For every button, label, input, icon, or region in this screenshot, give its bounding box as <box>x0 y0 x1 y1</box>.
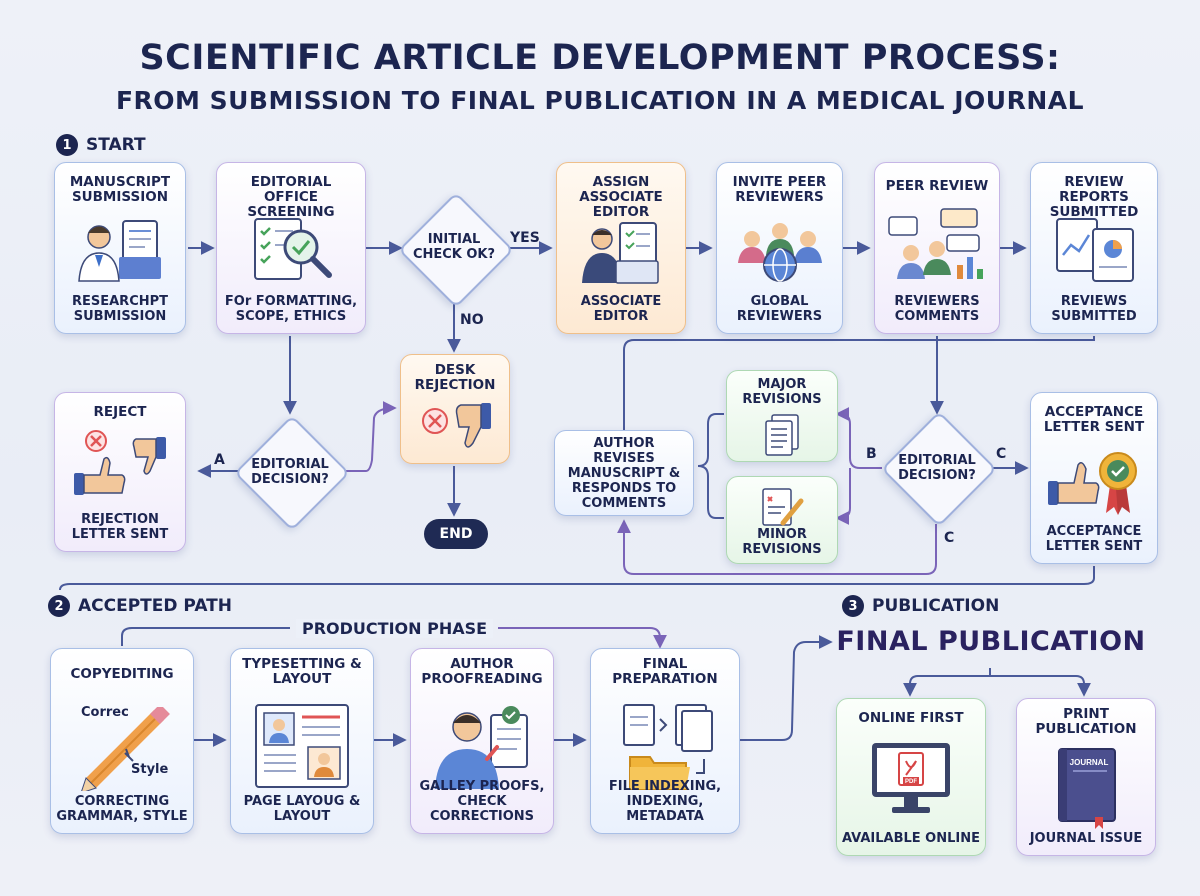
card-title: AUTHOR REVISES MANUSCRIPT & RESPONDS TO … <box>567 435 681 511</box>
card-major-revisions[interactable]: MAJOR REVISIONS <box>726 370 838 462</box>
card-title: TYPESETTING & LAYOUT <box>242 656 362 687</box>
card-caption: GALLEY PROOFS, CHECK CORRECTIONS <box>419 779 545 824</box>
card-online-first[interactable]: ONLINE FIRST PDF AVAILABLE ONLINE <box>836 698 986 856</box>
editor-icon <box>582 222 659 284</box>
thumbs-reject-icon <box>74 430 166 495</box>
magnifier-checklist-icon <box>254 218 332 280</box>
card-review-reports-submitted[interactable]: REVIEW REPORTS SUBMITTED REVIEWS SUBMITT… <box>1030 162 1158 334</box>
pencil-icon <box>81 707 170 791</box>
page-title: SCIENTIFIC ARTICLE DEVELOPMENT PROCESS: <box>139 38 1061 78</box>
card-final-preparation[interactable]: FINAL PREPARATION FILE INDEXING, INDEXIN… <box>590 648 740 834</box>
acceptance-badge-icon <box>1048 452 1137 515</box>
card-desk-rejection[interactable]: DESK REJECTION <box>400 354 510 464</box>
decision-label: INITIAL CHECK OK? <box>412 232 496 262</box>
card-invite-peer-reviewers[interactable]: INVITE PEER REVIEWERS GLOBAL REVIEWERS <box>716 162 843 334</box>
sample-word-correc: Correc <box>81 705 129 720</box>
pdf-badge-text: PDF <box>905 779 917 785</box>
card-caption: REVIEWERS COMMENTS <box>894 294 980 324</box>
section-label: PUBLICATION <box>872 596 1000 616</box>
globe-reviewers-icon <box>737 223 822 282</box>
section-number: 2 <box>48 595 70 617</box>
card-caption: FOr FORMATTING, SCOPE, ETHICS <box>224 294 358 324</box>
production-phase-label: PRODUCTION PHASE <box>296 619 494 638</box>
card-minor-revisions[interactable]: MINOR REVISIONS <box>726 476 838 564</box>
card-title: MANUSCRIPT SUBMISSION <box>69 174 171 205</box>
card-title: MAJOR REVISIONS <box>742 377 822 407</box>
card-title: ACCEPTANCE LETTER SENT <box>1043 404 1145 435</box>
card-caption: AVAILABLE ONLINE <box>841 831 980 846</box>
card-acceptance-letter[interactable]: ACCEPTANCE LETTER SENT ACCEPTANCE LETTER… <box>1030 392 1158 564</box>
card-editorial-screening[interactable]: EDITORIAL OFFICE SCREENING FOr FORMATTIN… <box>216 162 366 334</box>
decision-label: EDITORIAL DECISION? <box>898 453 976 483</box>
card-copyediting[interactable]: COPYEDITING Correc Style CORRECTING GRAM… <box>50 648 194 834</box>
card-caption: JOURNAL ISSUE <box>1029 831 1143 846</box>
review-chat-icon <box>888 208 983 279</box>
section-number: 3 <box>842 595 864 617</box>
edge-label-c-lower: C <box>944 530 955 546</box>
proofreader-icon <box>435 706 528 789</box>
card-manuscript-submission[interactable]: MANUSCRIPT SUBMISSION RESEARCHPT SUBMISS… <box>54 162 186 334</box>
document-stack-icon <box>765 414 799 456</box>
edge-label-a: A <box>214 452 225 468</box>
end-terminal: END <box>424 519 488 549</box>
card-title: ONLINE FIRST <box>858 710 964 726</box>
card-caption: RESEARCHPT SUBMISSION <box>71 294 169 324</box>
page-layout-icon <box>255 704 349 788</box>
researcher-icon <box>78 220 161 282</box>
sample-word-style: Style <box>131 762 169 777</box>
card-title: DESK REJECTION <box>414 362 496 393</box>
card-title: EDITORIAL OFFICE SCREENING <box>247 174 335 220</box>
section-start: 1 START <box>56 134 146 156</box>
decision-label: EDITORIAL DECISION? <box>251 457 329 487</box>
card-author-revises[interactable]: AUTHOR REVISES MANUSCRIPT & RESPONDS TO … <box>554 430 694 516</box>
card-title: AUTHOR PROOFREADING <box>421 656 543 687</box>
card-caption: PAGE LAYOUG & LAYOUT <box>243 794 361 824</box>
section-accepted: 2 ACCEPTED PATH <box>48 595 232 617</box>
section-label: ACCEPTED PATH <box>78 596 232 616</box>
section-label: START <box>86 135 146 155</box>
monitor-pdf-icon: PDF <box>872 743 950 813</box>
card-caption: CORRECTING GRAMMAR, STYLE <box>56 794 188 824</box>
card-title: COPYEDITING <box>70 666 174 682</box>
file-indexing-icon <box>623 704 713 790</box>
final-publication-heading: FINAL PUBLICATION <box>836 626 1146 657</box>
card-caption: FILE INDEXING, INDEXING, METADATA <box>608 779 722 824</box>
card-caption: ACCEPTANCE LETTER SENT <box>1045 524 1143 554</box>
card-typesetting[interactable]: TYPESETTING & LAYOUT PAGE LAYOUG & LAYOU… <box>230 648 374 834</box>
card-caption: REJECTION LETTER SENT <box>71 512 169 542</box>
card-caption: GLOBAL REVIEWERS <box>736 294 823 324</box>
card-title: ASSIGN ASSOCIATE EDITOR <box>579 174 663 220</box>
card-author-proofreading[interactable]: AUTHOR PROOFREADING GALLEY PROOFS, CHECK… <box>410 648 554 834</box>
card-caption: MINOR REVISIONS <box>742 527 822 557</box>
card-title: INVITE PEER REVIEWERS <box>732 174 827 205</box>
card-title: PEER REVIEW <box>885 178 989 194</box>
section-publication: 3 PUBLICATION <box>842 595 999 617</box>
section-number: 1 <box>56 134 78 156</box>
card-reject[interactable]: REJECT REJECTION LETTER SENT <box>54 392 186 552</box>
card-title: REJECT <box>93 404 147 420</box>
page-subtitle: FROM SUBMISSION TO FINAL PUBLICATION IN … <box>115 86 1085 115</box>
card-title: PRINT PUBLICATION <box>1035 706 1137 737</box>
card-caption: ASSOCIATE EDITOR <box>580 294 662 324</box>
edge-label-no: NO <box>460 312 484 328</box>
edge-label-yes: YES <box>510 230 540 246</box>
card-assign-associate-editor[interactable]: ASSIGN ASSOCIATE EDITOR ASSOCIATE EDITOR <box>556 162 686 334</box>
edge-label-b: B <box>866 446 877 462</box>
card-caption: REVIEWS SUBMITTED <box>1051 294 1137 324</box>
card-print-publication[interactable]: PRINT PUBLICATION JOURNAL JOURNAL ISSUE <box>1016 698 1156 856</box>
card-title: REVIEW REPORTS SUBMITTED <box>1049 174 1139 220</box>
card-peer-review[interactable]: PEER REVIEW REVIEWERS COMMENTS <box>874 162 1000 334</box>
journal-cover-text: JOURNAL <box>1070 758 1109 767</box>
edge-label-c: C <box>996 446 1007 462</box>
edit-document-icon <box>762 488 804 526</box>
journal-book-icon: JOURNAL <box>1058 748 1116 829</box>
desk-reject-icon <box>422 403 491 448</box>
reports-icon <box>1056 218 1134 282</box>
card-title: FINAL PREPARATION <box>612 656 718 687</box>
